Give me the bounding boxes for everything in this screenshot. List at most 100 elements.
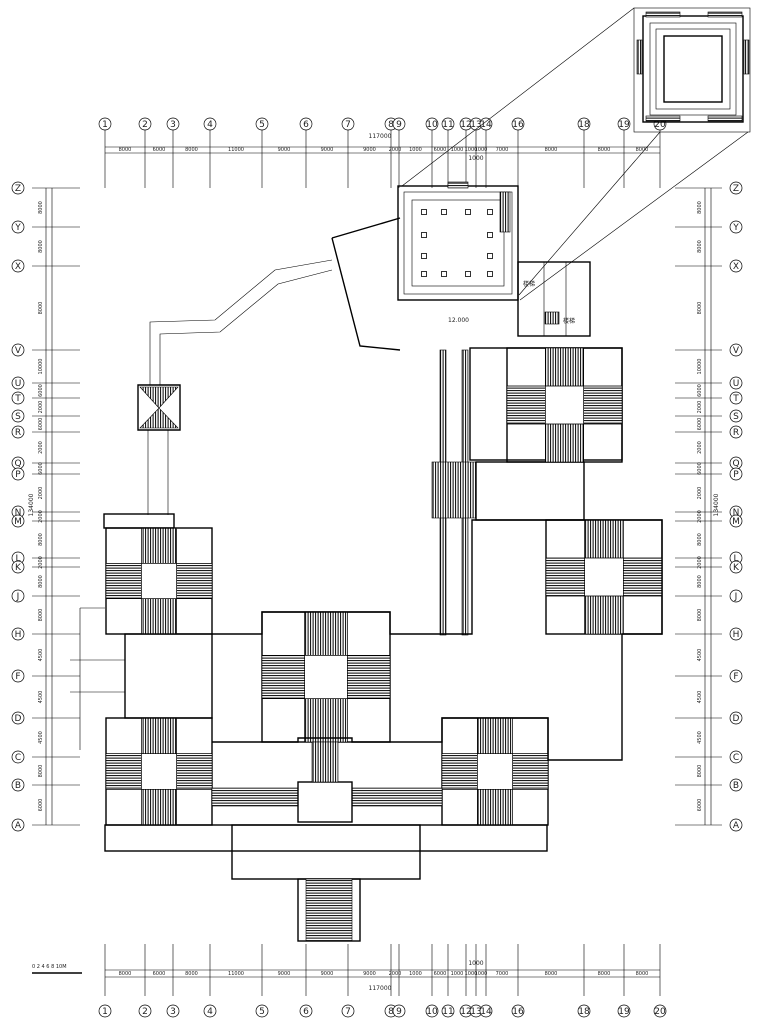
axis-label-x: 8 [388,120,394,130]
column [441,271,447,277]
axis-bubble-y [729,711,743,725]
axis-bubble-y [729,259,743,273]
axis-label-y: H [15,630,22,640]
axis-label-y: D [15,714,22,724]
dimension-label-y: 8000 [697,609,703,622]
axis-bubble-y [11,778,25,792]
axis-bubble-y [11,514,25,528]
dimension-label-x: 11000 [228,147,244,153]
scale-bar-label: 0 2 4 6 8 10M [32,964,67,970]
axis-bubble-y [11,669,25,683]
dimension-label-y: 4500 [38,731,44,744]
axis-label-y: A [733,821,740,831]
axis-label-y: F [15,672,20,682]
dimension-label-y: 2000 [38,401,44,414]
axis-label-y: F [733,672,738,682]
axis-label-x: 18 [578,120,590,130]
stair-label-a: 楼梯 [523,280,535,288]
column [421,271,427,277]
axis-label-x: 20 [654,1007,666,1017]
axis-bubble-y [11,711,25,725]
axis-label-y: D [733,714,740,724]
dimension-label-y: 4500 [38,691,44,704]
dimension-label-x: 9000 [278,971,291,977]
dimension-label-y: 2000 [697,441,703,454]
axis-label-y: K [15,563,22,573]
dimension-label-y: 2000 [38,441,44,454]
column [421,253,427,259]
dimension-label-y: 8000 [697,201,703,214]
axis-label-x: 1 [102,1007,108,1017]
axis-label-y: H [733,630,740,640]
dimension-label-y: 6000 [38,384,44,397]
dimension-label-y: 2000 [38,510,44,523]
dimension-label-x: 1000 [451,971,464,977]
left-dimension-chain: 134000 [28,188,53,825]
axis-label-y: B [15,781,21,791]
dimension-label-x: 8000 [119,971,132,977]
dimension-label-y: 8000 [38,609,44,622]
courtyard-modules [105,347,663,826]
dimension-label-y: 8000 [697,575,703,588]
axis-bubble-x [479,1004,493,1018]
axis-label-x: 11 [442,1007,453,1017]
axis-label-y: V [733,346,740,356]
dimension-label-x: 8000 [185,971,198,977]
axis-bubble-x [98,117,112,131]
axis-label-x: 2 [142,120,148,130]
column [441,209,447,215]
courtyard-module [506,347,623,463]
axis-bubble-y [11,627,25,641]
axis-bubble-x [425,117,439,131]
axis-label-y: V [15,346,22,356]
dimension-label-x: 1000 [475,971,488,977]
dimension-label-y: 8000 [38,575,44,588]
axis-label-y: Y [732,223,739,233]
axis-bubble-y [11,220,25,234]
axis-bubble-y [729,391,743,405]
dimension-label-x: 8000 [545,971,558,977]
courtyard-module [105,717,213,826]
column [421,232,427,238]
axis-bubble-y [729,376,743,390]
axis-label-y: C [15,753,21,763]
column [487,271,493,277]
dimension-label-y: 8000 [38,302,44,315]
dimension-label-x: 6000 [434,147,447,153]
axis-label-x: 10 [426,120,438,130]
axis-label-x: 7 [345,1007,351,1017]
axis-label-x: 13 [470,1007,481,1017]
dimension-label-y: 6000 [697,384,703,397]
courtyard-module [545,519,663,635]
axis-label-x: 1 [102,120,108,130]
axis-label-y: R [15,428,21,438]
dimension-label-y: 2000 [38,556,44,569]
axis-bubble-x [511,117,525,131]
inset-detail [401,7,751,301]
dimension-label-y: 2000 [697,401,703,414]
axis-label-y: S [15,412,21,422]
column [487,232,493,238]
column [487,209,493,215]
dimension-label-y: 2000 [697,487,703,500]
dimension-label-y: 8000 [697,533,703,546]
axis-label-x: 10 [426,1007,438,1017]
axis-bubble-y [11,376,25,390]
dimension-label-y: 8000 [38,240,44,253]
axis-label-x: 3 [170,1007,176,1017]
axis-bubble-x [392,117,406,131]
dimension-label-y: 8000 [697,302,703,315]
axis-bubble-x [577,1004,591,1018]
dimension-label-y: 4500 [697,649,703,662]
axis-label-y: J [16,592,20,602]
axis-bubble-y [729,560,743,574]
axis-bubble-y [729,343,743,357]
axis-label-y: T [732,394,739,404]
axis-label-x: 6 [303,120,309,130]
axis-label-y: X [15,262,21,272]
courtyard-module [441,717,549,826]
dimension-label-y: 8000 [38,201,44,214]
left-total-dimension: 134000 [28,493,35,516]
axis-label-x: 9 [396,1007,402,1017]
